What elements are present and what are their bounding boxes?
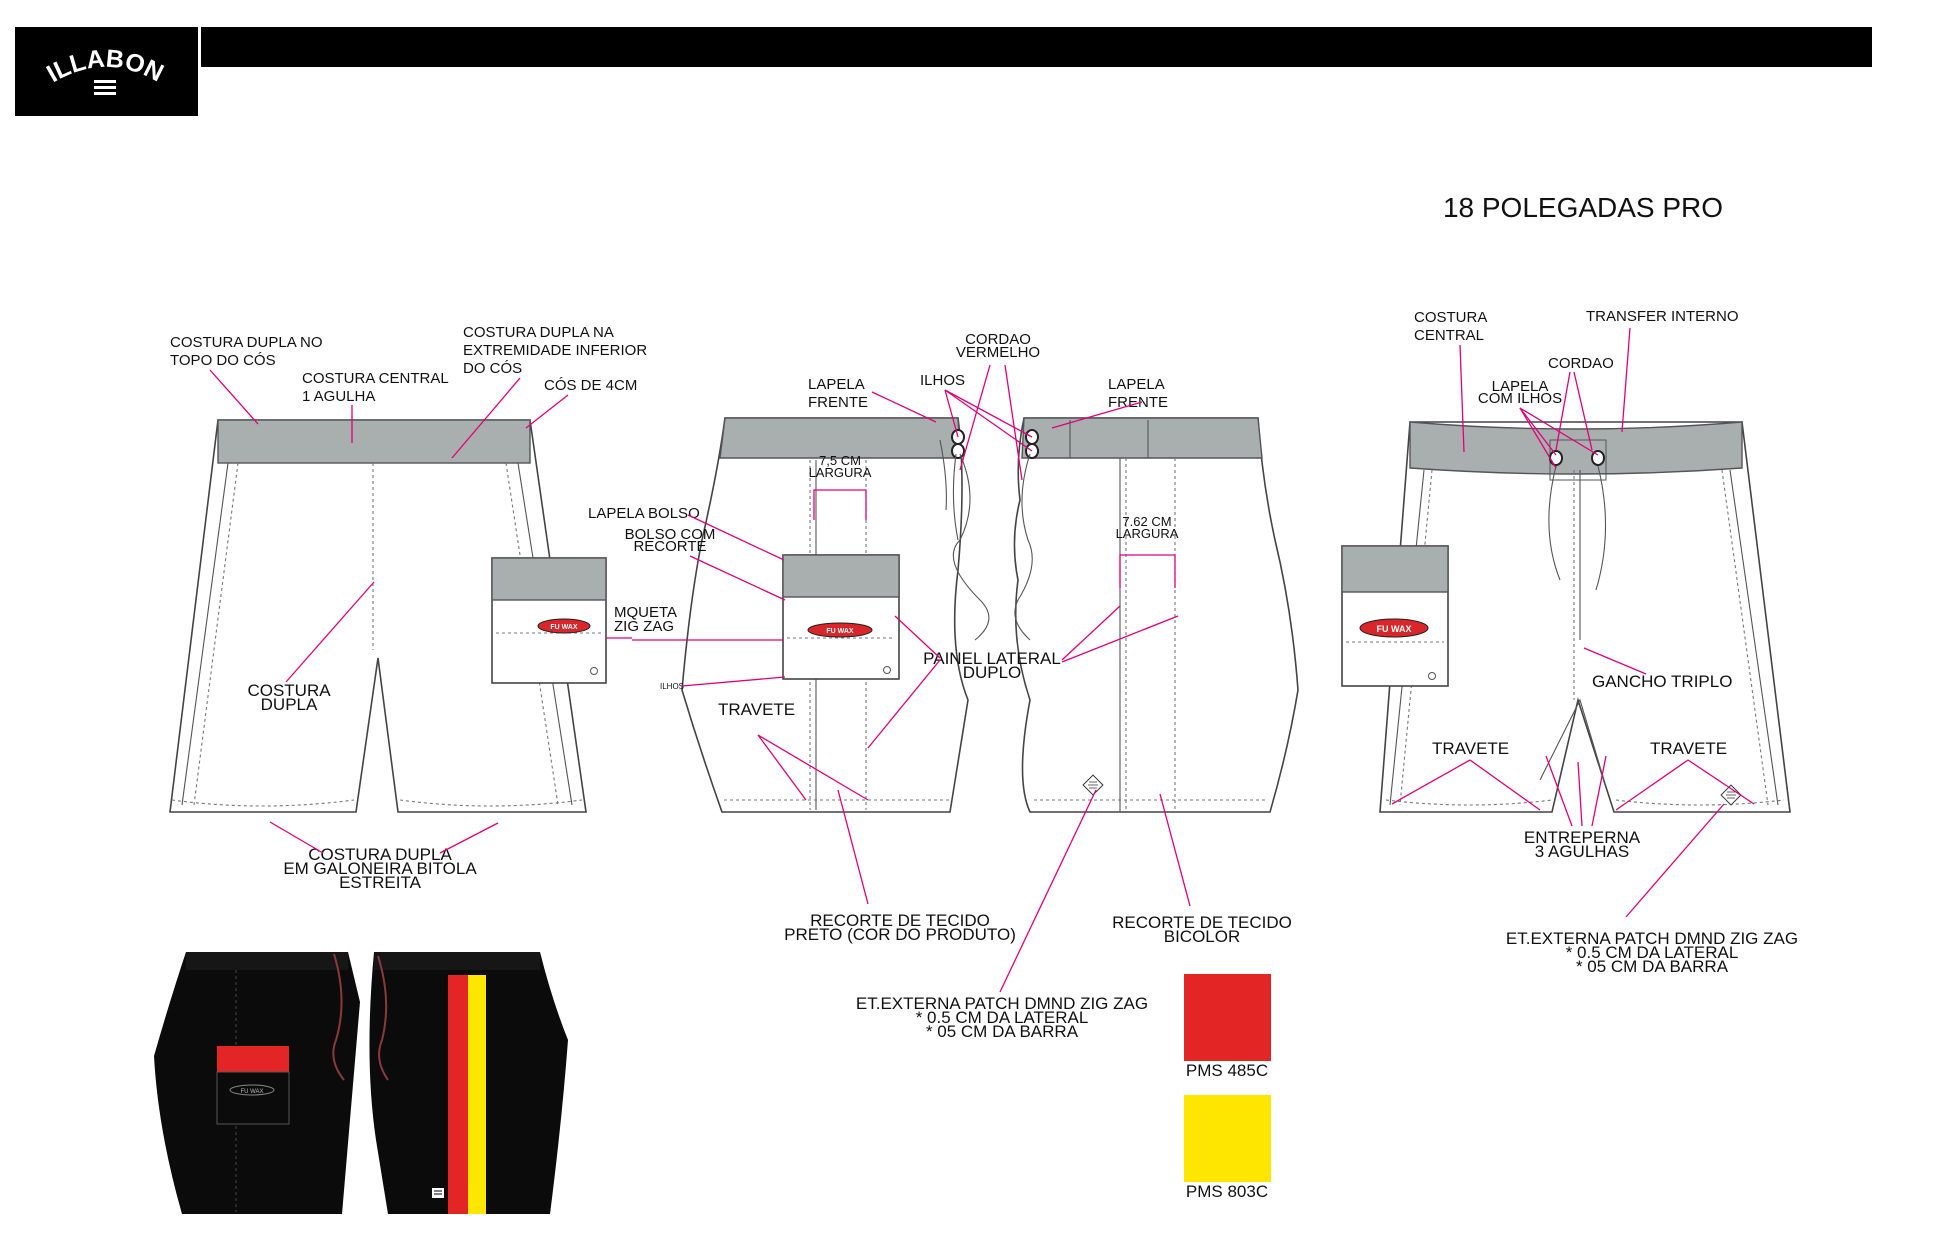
label-et-externa-back: ET.EXTERNA PATCH DMND ZIG ZAG* 0.5 CM DA… [1506,929,1798,976]
label-cos-4cm: CÓS DE 4CM [544,377,637,394]
label-gancho-triplo: GANCHO TRIPLO [1592,672,1732,691]
svg-text:FU WAX: FU WAX [1377,624,1412,634]
label-transfer-interno: TRANSFER INTERNO [1586,308,1739,325]
label-ilhos-small: ILHOS [660,682,684,691]
front-view-drawing: FU WAX [169,419,607,813]
header-bar [201,27,1872,67]
label-lapela-bolso: LAPELA BOLSO [588,505,700,522]
product-color-preview: FU WAX [154,952,568,1214]
label-travete-back-left: TRAVETE [1432,739,1509,758]
svg-text:FU WAX: FU WAX [826,628,854,635]
label-et-externa-left: ET.EXTERNA PATCH DMND ZIG ZAG* 0.5 CM DA… [856,994,1148,1041]
page-title: 18 POLEGADAS PRO [1443,192,1723,223]
swatch-pms-485c [1184,974,1271,1061]
swatch-label-485c: PMS 485C [1186,1061,1268,1080]
label-travete-back-right: TRAVETE [1650,739,1727,758]
back-view-drawing: FU WAX [1341,421,1791,813]
label-ilhos: ILHOS [920,372,965,389]
label-cordao: CORDAO [1548,355,1614,372]
svg-text:FU WAX: FU WAX [240,1089,263,1095]
label-travete: TRAVETE [718,700,795,719]
logo-mark [94,80,116,95]
swatch-pms-803c [1184,1095,1271,1182]
side-view-right-drawing [1013,417,1299,813]
swatch-label-803c: PMS 803C [1186,1182,1268,1201]
swatch-list: PMS 485C PMS 803C [1184,974,1271,1201]
brand-logo: BILLABONG [0,0,198,116]
patch-text: FU WAX [550,624,578,631]
